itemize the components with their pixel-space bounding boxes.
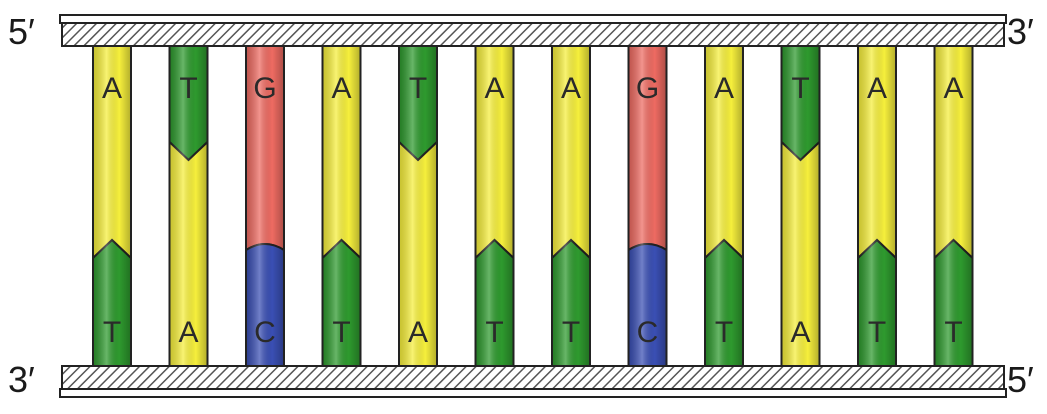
top-base-A [551, 35, 591, 261]
top-base-letter: T [409, 72, 427, 105]
top-base-letter: G [636, 72, 659, 105]
base-pair: TA [780, 35, 821, 385]
top-base-A [704, 35, 744, 261]
bottom-base-letter: A [178, 316, 198, 349]
top-base-letter: A [484, 72, 504, 105]
bottom-base-T [933, 238, 974, 385]
base-pair: AT [92, 35, 132, 385]
base-pair: AT [933, 35, 974, 385]
top-base-letter: A [102, 72, 122, 105]
top-base-G [627, 35, 668, 252]
base-pair: GC [245, 35, 285, 385]
top-base-letter: A [943, 72, 963, 105]
bottom-base-T [551, 238, 591, 385]
top-base-letter: T [179, 72, 197, 105]
bottom-base-C [245, 243, 285, 385]
bottom-base-T [321, 238, 362, 385]
bottom-base-T [704, 238, 744, 385]
bottom-base-T [92, 238, 132, 385]
top-base-letter: A [561, 72, 581, 105]
bottom-base-letter: C [637, 316, 659, 349]
top-strand-3-prime-label: 3′ [1007, 11, 1034, 52]
top-base-letter: A [714, 72, 734, 105]
bottom-base-letter: A [408, 316, 428, 349]
base-pair: AT [551, 35, 591, 385]
top-base-A [857, 35, 897, 261]
top-base-G [245, 35, 285, 252]
top-base-letter: T [791, 72, 809, 105]
bottom-base-letter: T [332, 316, 350, 349]
top-base-A [933, 35, 974, 261]
bottom-base-letter: A [790, 316, 810, 349]
top-base-A [474, 35, 515, 261]
base-pair: AT [704, 35, 744, 385]
bottom-base-letter: C [254, 316, 276, 349]
base-pair: AT [857, 35, 897, 385]
bottom-strand-3-prime-label: 3′ [8, 359, 35, 400]
bottom-base-T [474, 238, 515, 385]
bottom-base-letter: T [103, 316, 121, 349]
base-pair: TA [398, 35, 438, 385]
bottom-base-letter: T [868, 316, 886, 349]
bottom-base-letter: T [485, 316, 503, 349]
bottom-base-T [857, 238, 897, 385]
bottom-base-letter: T [944, 316, 962, 349]
base-pair: AT [321, 35, 362, 385]
top-base-letter: A [331, 72, 351, 105]
bottom-strand-5-prime-label: 5′ [1007, 359, 1034, 400]
top-base-letter: A [867, 72, 887, 105]
top-base-letter: G [253, 72, 276, 105]
bottom-base-letter: T [562, 316, 580, 349]
bottom-base-C [627, 243, 668, 385]
base-pair: AT [474, 35, 515, 385]
base-pair: TA [168, 35, 209, 385]
base-pair: GC [627, 35, 668, 385]
top-backbone-strand [59, 14, 1007, 47]
top-strand-5-prime-label: 5′ [8, 11, 35, 52]
bottom-backbone-strand [59, 365, 1007, 398]
top-base-A [321, 35, 362, 261]
top-base-A [92, 35, 132, 261]
bottom-base-letter: T [715, 316, 733, 349]
